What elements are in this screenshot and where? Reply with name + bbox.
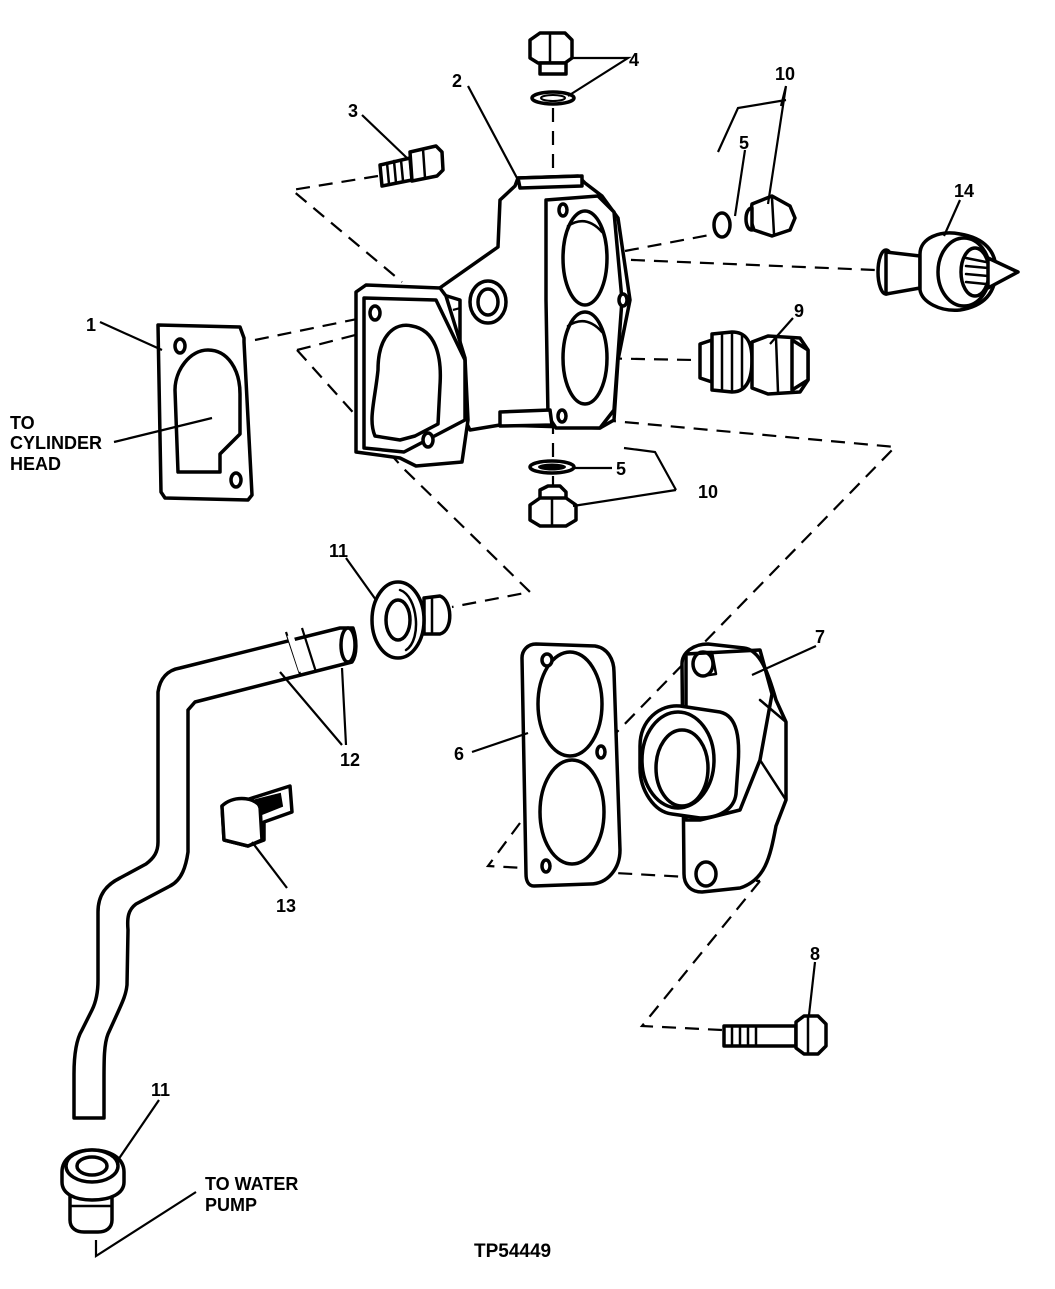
plug-10-bottom — [528, 484, 578, 528]
callout-14: 14 — [954, 181, 974, 201]
note-to-water-pump: TO WATER PUMP — [205, 1174, 298, 1215]
callout-10-bottom: 10 — [698, 482, 718, 502]
callout-9: 9 — [794, 301, 804, 321]
bolt-8 — [722, 1014, 828, 1056]
bolt-3 — [378, 144, 445, 188]
plug-10-top — [744, 194, 797, 238]
callout-labels: 1 2 3 4 5 10 14 9 5 10 11 12 6 7 8 13 11 — [86, 50, 974, 1100]
washer-5-top — [712, 211, 732, 239]
callout-8: 8 — [810, 944, 820, 964]
cover-7 — [638, 642, 788, 894]
note-line: TO WATER — [205, 1174, 298, 1194]
callout-1: 1 — [86, 315, 96, 335]
note-line: HEAD — [10, 454, 61, 474]
callout-5-top: 5 — [739, 133, 749, 153]
note-to-cylinder-head: TO CYLINDER HEAD — [10, 413, 102, 474]
note-line: TO — [10, 413, 35, 433]
callout-6: 6 — [454, 744, 464, 764]
thermostat-9 — [698, 330, 810, 396]
callout-2: 2 — [452, 71, 462, 91]
callout-11-top: 11 — [329, 541, 348, 561]
callout-4: 4 — [629, 50, 639, 70]
callout-7: 7 — [815, 627, 825, 647]
figure-id: TP54449 — [474, 1241, 551, 1262]
fitting-11-top — [370, 580, 452, 660]
callout-3: 3 — [348, 101, 358, 121]
note-line: PUMP — [205, 1195, 257, 1215]
leader-lines — [94, 56, 962, 1259]
callout-13: 13 — [276, 896, 296, 916]
gasket-6 — [520, 642, 622, 888]
callout-11-bottom: 11 — [151, 1080, 170, 1100]
note-line: CYLINDER — [10, 433, 102, 453]
thermostat-14 — [876, 231, 1020, 312]
callout-10-top: 10 — [775, 64, 795, 84]
washer-5-bottom — [528, 459, 576, 475]
plug-4 — [528, 31, 576, 106]
water-pipe-12 — [72, 626, 358, 1120]
gasket-1 — [156, 323, 254, 502]
fitting-11-bottom — [60, 1148, 126, 1234]
thermostat-housing-2 — [354, 174, 632, 468]
callout-12: 12 — [340, 750, 360, 770]
clip-13 — [220, 784, 294, 848]
callout-5-bottom: 5 — [616, 459, 626, 479]
